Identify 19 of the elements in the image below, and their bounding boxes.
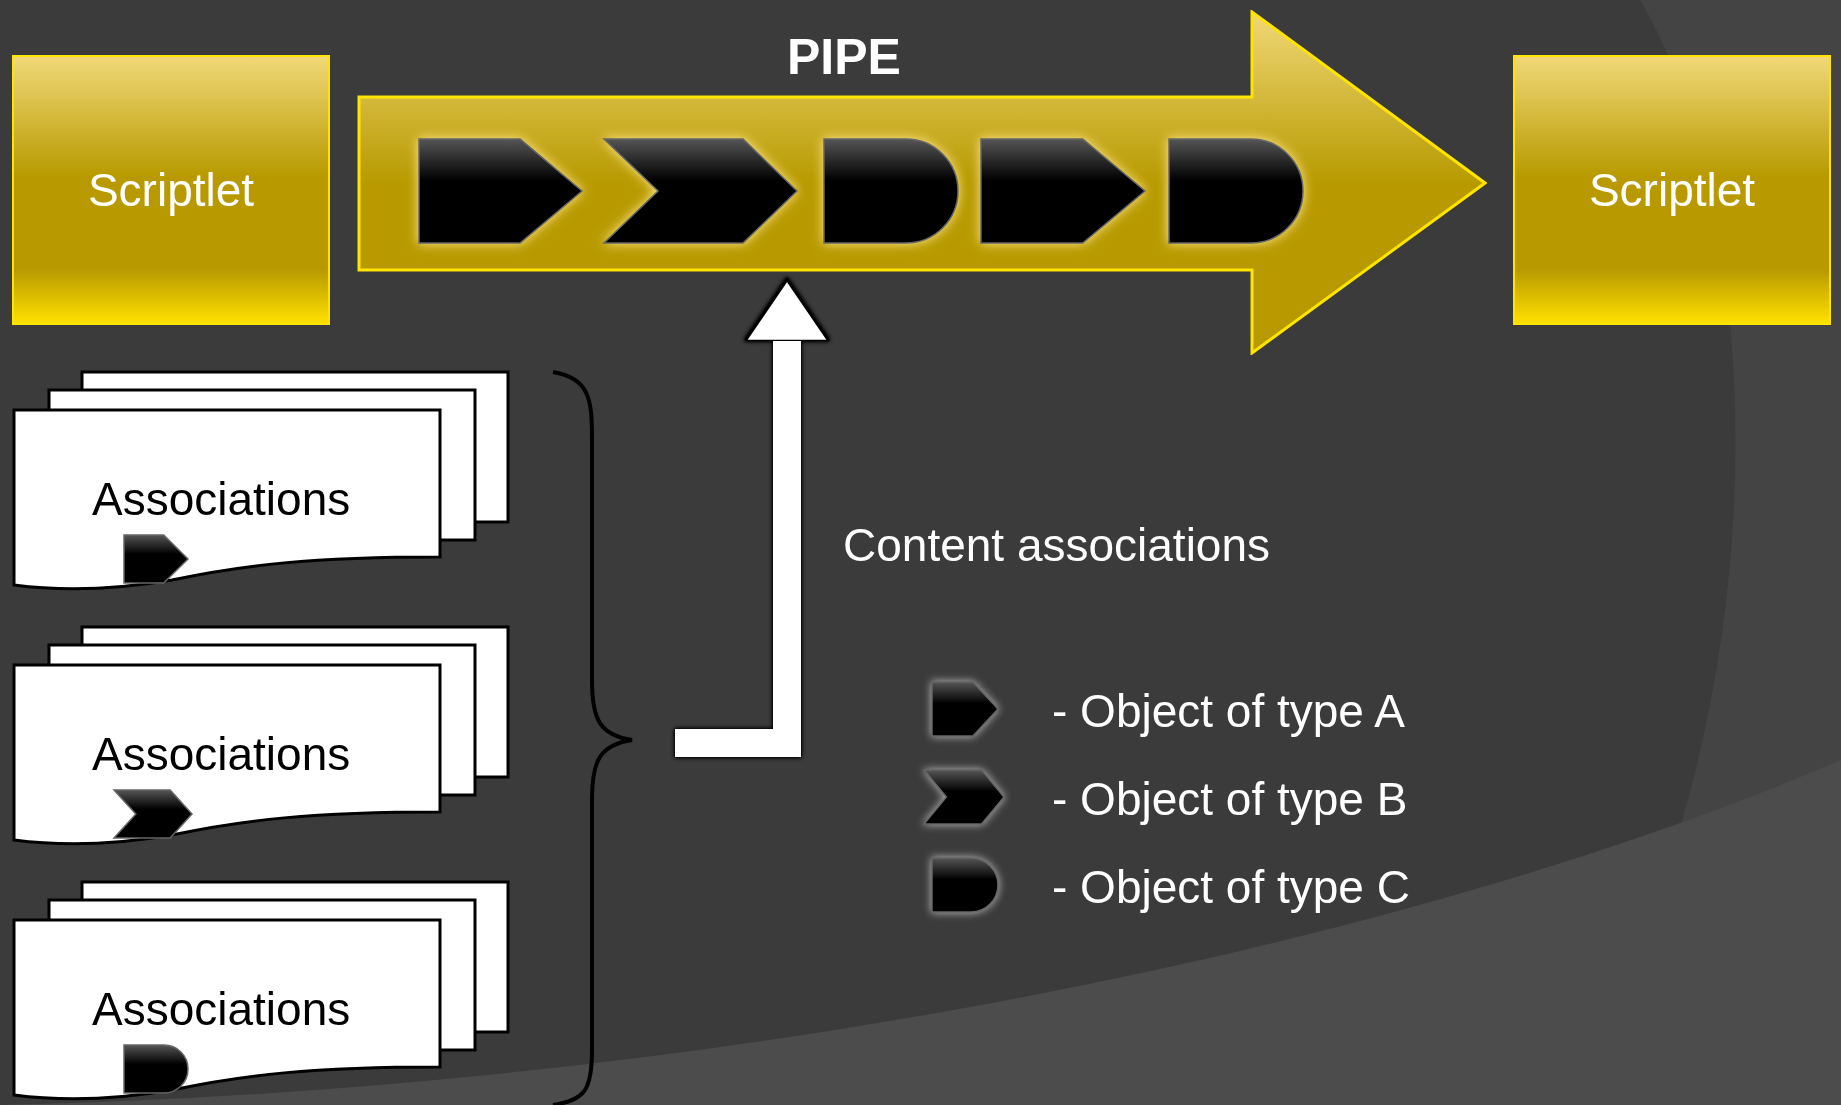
- box-title: Scriptlet: [1588, 163, 1756, 217]
- document-title: Associations: [92, 982, 351, 1036]
- box-title: Scriptlet: [87, 163, 255, 217]
- legend-text: - Object of type A: [1052, 684, 1405, 738]
- document-title: Associations: [92, 727, 351, 781]
- process-box: [1513, 55, 1831, 325]
- object-shape: [822, 137, 960, 245]
- object-shape: [417, 137, 584, 245]
- arrow: [675, 278, 831, 757]
- pipe-title: PIPE: [787, 28, 901, 86]
- process-box: [12, 55, 330, 325]
- pipe-arrow: [357, 10, 1487, 355]
- object-shape: [1167, 137, 1305, 245]
- legend-text: - Object of type B: [1052, 772, 1408, 826]
- document-title: Associations: [92, 472, 351, 526]
- legend-text: - Object of type C: [1052, 860, 1410, 914]
- note-text: Content associations: [843, 518, 1271, 572]
- object-shape: [979, 137, 1147, 245]
- object-shape: [602, 137, 799, 245]
